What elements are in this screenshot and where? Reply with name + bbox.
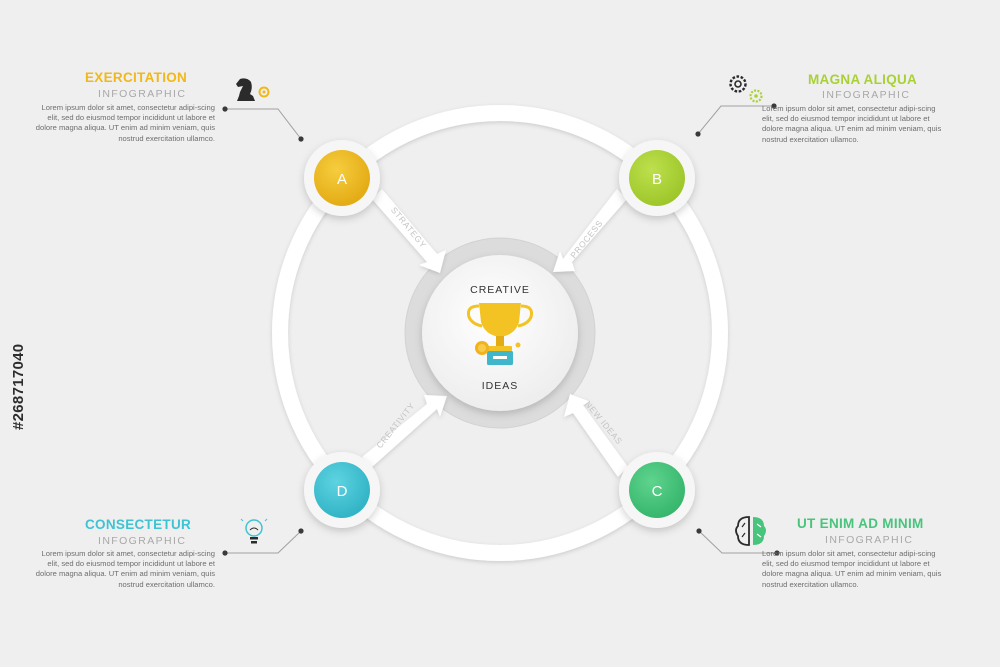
block-c-subtitle: INFOGRAPHIC: [825, 534, 914, 546]
leader-dot-d-node: [298, 528, 304, 534]
arrow-b: [553, 189, 627, 272]
chess-knight-icon: [236, 78, 270, 101]
arrow-label-b: PROCESS: [568, 218, 604, 260]
block-d-subtitle: INFOGRAPHIC: [98, 535, 187, 547]
arrow-c: [564, 394, 628, 477]
leader-dot-d-text: [222, 550, 228, 556]
block-d-text: Lorem ipsum dolor sit amet, consectetur …: [35, 549, 215, 589]
brain-icon: [735, 516, 766, 546]
leader-line-c: [698, 530, 777, 554]
leader-dot-a-node: [298, 136, 304, 142]
node-a: A: [304, 140, 380, 216]
block-b-text: Lorem ipsum dolor sit amet, consectetur …: [762, 104, 942, 144]
svg-text:PROCESS: PROCESS: [568, 218, 604, 260]
block-b-title: MAGNA ALIQUA: [808, 72, 918, 87]
leader-dot-b-text: [771, 103, 777, 109]
connector-arrows: [362, 189, 628, 477]
stock-id-label: #268717040: [10, 343, 27, 430]
leader-line-a: [225, 108, 302, 140]
leader-lines: [225, 105, 777, 554]
leader-line-d: [225, 530, 302, 554]
leader-dot-c-text: [774, 550, 780, 556]
outer-ring: [272, 105, 728, 561]
gears-icon: [729, 75, 763, 103]
block-a-subtitle: INFOGRAPHIC: [98, 88, 187, 100]
block-d-title: CONSECTETUR: [85, 517, 192, 532]
trophy-icon: [467, 303, 533, 365]
node-a-letter: A: [337, 171, 347, 188]
node-d: D: [304, 452, 380, 528]
block-c-title: UT ENIM AD MINIM: [797, 516, 924, 531]
block-c-text: Lorem ipsum dolor sit amet, consectetur …: [762, 549, 942, 589]
arrow-a: [372, 189, 446, 273]
node-c-letter: C: [652, 483, 663, 500]
lightbulb-icon: [240, 518, 268, 544]
leader-dot-a-text: [222, 106, 228, 112]
center-label-top: CREATIVE: [470, 284, 530, 296]
node-d-letter: D: [337, 483, 348, 500]
arrow-label-a: STRATEGY: [389, 205, 428, 250]
block-b-subtitle: INFOGRAPHIC: [822, 89, 911, 101]
block-a-title: EXERCITATION: [85, 70, 188, 85]
leader-dot-b-node: [695, 131, 701, 137]
arrow-d: [362, 395, 447, 467]
center-label-bottom: IDEAS: [482, 380, 519, 392]
node-b: B: [619, 140, 695, 216]
node-c: C: [619, 452, 695, 528]
center-node: CREATIVE IDEAS: [422, 255, 578, 411]
leader-dot-c-node: [696, 528, 702, 534]
block-a-text: Lorem ipsum dolor sit amet, consectetur …: [35, 103, 215, 143]
node-b-letter: B: [652, 171, 662, 188]
leader-line-b: [697, 105, 774, 135]
svg-text:STRATEGY: STRATEGY: [389, 205, 429, 250]
